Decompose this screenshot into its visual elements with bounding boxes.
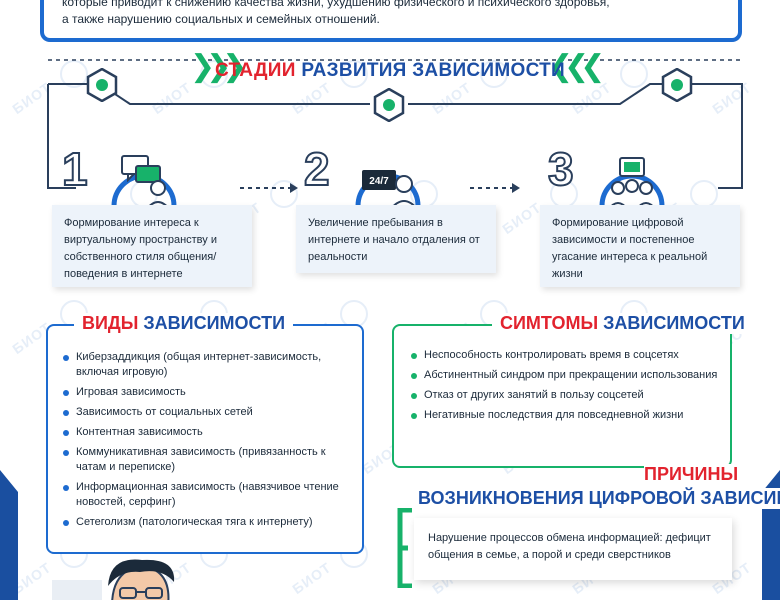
stage-card-3: Формирование цифровой зависимости и пост…: [540, 205, 740, 287]
intro-text: которые приводит к снижению качества жиз…: [62, 0, 702, 28]
stage-number: 3: [547, 143, 575, 195]
isolated-person-icon: [599, 157, 665, 211]
intro-line-2: а также нарушению социальных и семейных …: [62, 12, 380, 26]
symptoms-title-blue: ЗАВИСИМОСТИ: [603, 313, 745, 333]
list-item: Неспособность контролировать время в соц…: [410, 348, 720, 363]
chat-person-icon: [111, 155, 177, 211]
list-item: Абстинентный синдром при прекращении исп…: [410, 368, 720, 383]
chevrons-right-icon: ❯❯❯: [190, 50, 248, 83]
stage-number: 2: [303, 143, 331, 195]
watermark-seal-icon: [620, 60, 648, 88]
watermark-seal-icon: [200, 60, 228, 88]
stages-title-red: СТАДИИ: [214, 60, 296, 81]
stage-text: Формирование цифровой зависимости и пост…: [552, 217, 708, 280]
causes-text: Нарушение процессов обмена информацией: …: [428, 532, 711, 561]
stage-text: Увеличение пребывания в интернете и нача…: [308, 217, 480, 263]
types-list: Киберзаддикция (общая интернет-зависимос…: [62, 350, 352, 535]
causes-title-red: ПРИЧИНЫ: [644, 464, 739, 485]
chevrons-left-icon: ❮❮❮: [548, 50, 606, 83]
symptoms-title: СИМТОМЫ ЗАВИСИМОСТИ: [492, 313, 753, 334]
hex-node-icon: [86, 68, 118, 102]
list-item: Коммуникативная зависимость (привязаннос…: [62, 445, 352, 475]
list-item: Негативные последствия для повседневной …: [410, 408, 720, 423]
list-item: Зависимость от социальных сетей: [62, 405, 352, 420]
list-item: Информационная зависимость (навязчивое ч…: [62, 480, 352, 510]
symptoms-box: [392, 324, 732, 468]
intro-line-1: которые приводит к снижению качества жиз…: [62, 0, 610, 9]
watermark-seal-icon: [60, 60, 88, 88]
list-item: Киберзаддикция (общая интернет-зависимос…: [62, 350, 352, 380]
stage-card-2: Увеличение пребывания в интернете и нача…: [296, 205, 496, 273]
types-box: [46, 324, 364, 554]
watermark-seal-icon: [270, 180, 298, 208]
symptoms-list: Неспособность контролировать время в соц…: [410, 348, 720, 428]
watermark-text: БИОТ: [289, 558, 335, 598]
intro-box: [40, 0, 742, 42]
right-decor: [762, 470, 780, 492]
left-decor-bar: [0, 492, 18, 600]
stage-card-1: Формирование интереса к виртуальному про…: [52, 205, 252, 287]
causes-title-blue: ВОЗНИКНОВЕНИЯ ЦИФРОВОЙ ЗАВИСИМОСТИ: [418, 488, 780, 509]
causes-card: Нарушение процессов обмена информацией: …: [414, 518, 732, 580]
list-item: Игровая зависимость: [62, 385, 352, 400]
symptoms-title-red: СИМТОМЫ: [500, 313, 599, 333]
types-title: ВИДЫ ЗАВИСИМОСТИ: [74, 313, 294, 334]
svg-text:24/7: 24/7: [369, 176, 389, 187]
list-item: Контентная зависимость: [62, 425, 352, 440]
types-title-blue: ЗАВИСИМОСТИ: [143, 313, 286, 333]
types-title-red: ВИДЫ: [82, 313, 139, 333]
hex-node-icon: [373, 88, 405, 122]
person-illustration-icon: [52, 559, 175, 600]
stage-text: Формирование интереса к виртуальному про…: [64, 217, 217, 280]
hex-node-icon: [661, 68, 693, 102]
watermark-seal-icon: [340, 60, 368, 88]
list-item: Сетеголизм (патологическая тяга к интерн…: [62, 515, 352, 530]
left-decor: [0, 470, 18, 492]
list-item: Отказ от других занятий в пользу соцсете…: [410, 388, 720, 403]
stages-title-blue: РАЗВИТИЯ ЗАВИСИМОСТИ: [301, 60, 566, 81]
24-7-monitor-icon: 24/7: [355, 170, 421, 211]
right-decor-bar: [762, 492, 780, 600]
stage-number: 1: [61, 143, 89, 195]
stages-title: СТАДИИ РАЗВИТИЯ ЗАВИСИМОСТИ: [0, 60, 780, 82]
bracket-icon: [397, 508, 412, 588]
watermark-seal-icon: [480, 60, 508, 88]
